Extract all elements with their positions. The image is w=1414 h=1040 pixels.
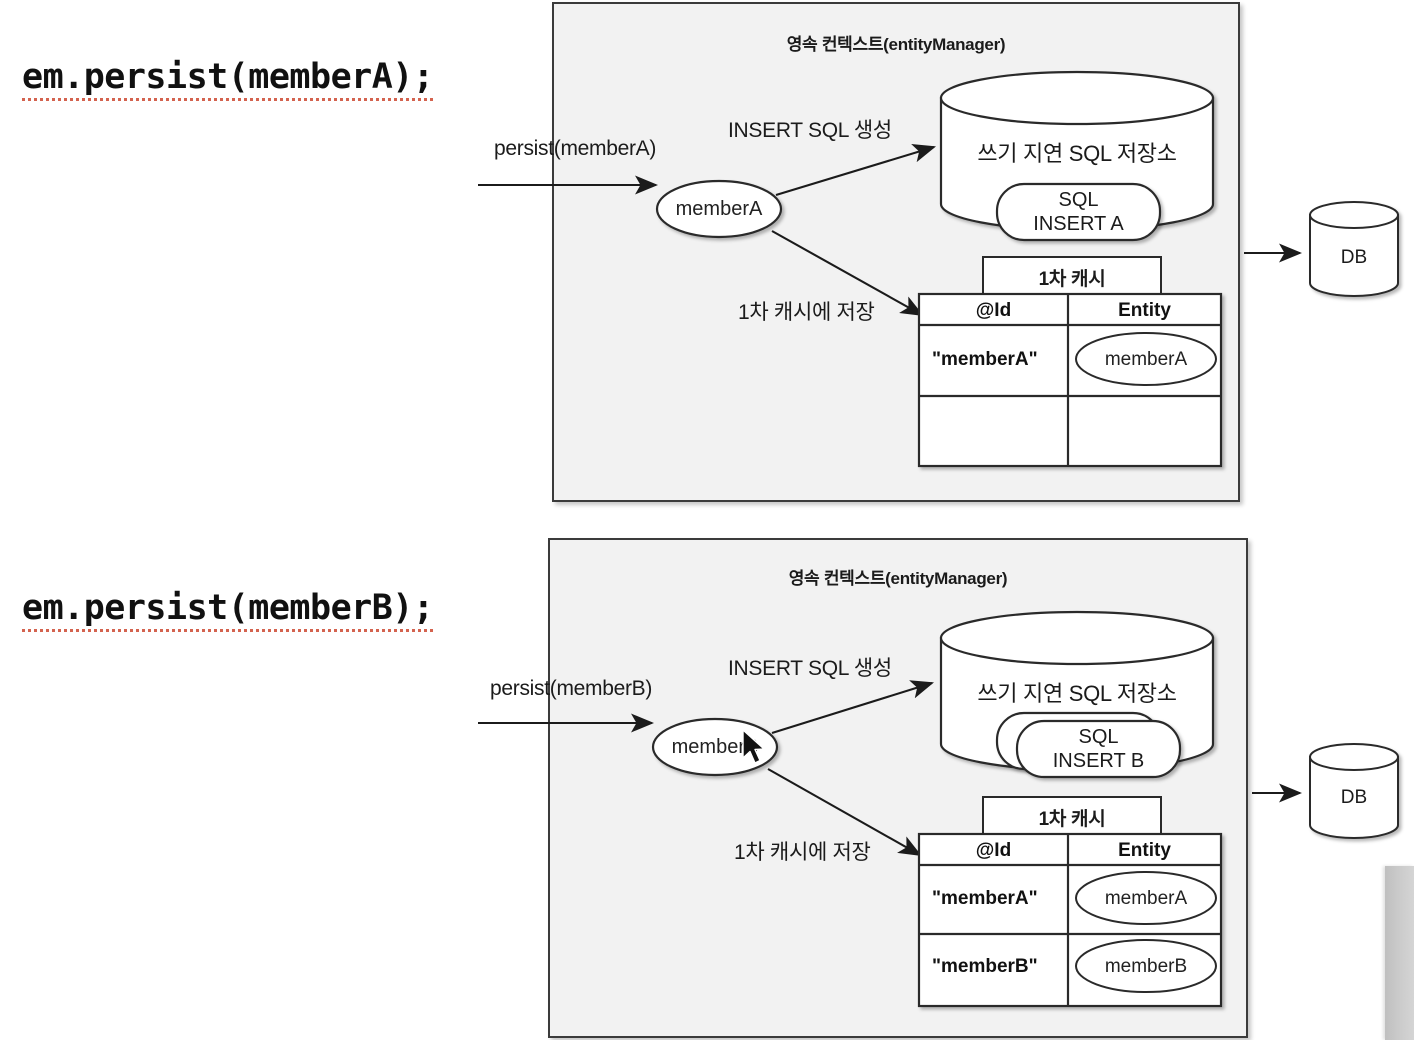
sql-query-line2: INSERT B [1052,750,1145,773]
cache-row-1-entity: memberA [1104,349,1188,370]
label-insert-sql-2: INSERT SQL 생성 [728,657,892,680]
sql-query-line2: INSERT A [1033,213,1124,236]
panel-title-2: 영속 컨텍스트(entityManager) [788,569,1008,588]
label-persist-call-1: persist(memberA) [494,137,657,160]
label-store-cache-1: 1차 캐시에 저장 [738,301,875,324]
cache-header-id-2: @Id [975,840,1012,861]
cache-header-entity-1: Entity [1118,300,1171,321]
sql-query-box-2: SQL INSERT B [1017,725,1180,774]
code-caption-2-text: em.persist(memberB); [22,588,434,632]
cache-tab-label-1: 1차 캐시 [1038,269,1106,290]
cache2-row-1-entity: memberA [1104,888,1188,909]
code-caption-2: em.persist(memberB); [22,588,434,632]
sql-query-line1: SQL [1078,726,1119,748]
cache-header-id-1: @Id [975,300,1012,321]
cache2-row-1-id: "memberA" [932,888,1038,909]
label-store-cache-2: 1차 캐시에 저장 [734,841,871,864]
label-insert-sql-1: INSERT SQL 생성 [728,119,892,142]
sql-store-title-1: 쓰기 지연 SQL 저장소 [977,141,1177,166]
cache-header-entity-2: Entity [1118,840,1171,861]
panel-title-1: 영속 컨텍스트(entityManager) [786,35,1006,54]
cache-tab-label-2: 1차 캐시 [1038,809,1106,830]
sql-query-box-1: SQL INSERT A [997,188,1160,237]
database-label-2: DB [1340,787,1368,808]
database-label-1: DB [1340,247,1368,268]
entity-node-2: memberB [671,736,759,758]
code-caption-1-text: em.persist(memberA); [22,57,434,101]
cache2-row-2-id: "memberB" [932,956,1038,977]
cache-row-1-id: "memberA" [932,349,1038,370]
cache2-row-2-entity: memberB [1104,956,1188,977]
code-caption-1: em.persist(memberA); [22,57,434,101]
entity-node-1: memberA [675,198,763,220]
sql-query-line1: SQL [1058,189,1099,211]
sql-store-title-2: 쓰기 지연 SQL 저장소 [977,681,1177,706]
scrollbar-edge-strip[interactable] [1385,866,1414,1040]
label-persist-call-2: persist(memberB) [490,677,653,700]
